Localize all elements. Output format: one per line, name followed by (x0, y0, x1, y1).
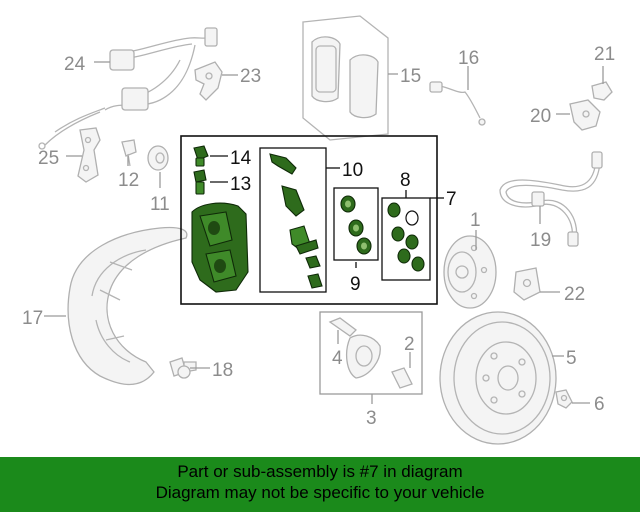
bolt-part-18[interactable] (169, 357, 197, 379)
hardware-kit-box (259, 147, 327, 293)
callout-10: 10 (342, 160, 363, 181)
callout-13: 13 (230, 174, 251, 195)
mount-part-22[interactable] (513, 267, 541, 301)
callout-18: 18 (212, 360, 233, 381)
bleeder-screw-part-14[interactable] (193, 145, 209, 167)
leader-lines-dark (210, 155, 444, 268)
bracket-part-25[interactable] (77, 127, 101, 183)
caliper-assembly-part-7[interactable] (180, 135, 438, 305)
callout-1: 1 (470, 210, 481, 231)
seal-kit-part-9[interactable] (340, 195, 372, 255)
caliper-body (191, 202, 249, 293)
clip-part-21[interactable] (591, 81, 613, 101)
callout-24: 24 (64, 54, 86, 75)
callout-17: 17 (22, 308, 43, 329)
callout-12: 12 (118, 170, 139, 191)
parts-diagram: 24 23 25 12 11 15 16 21 20 19 1 22 17 18… (22, 15, 615, 445)
seal-kit-box (333, 187, 379, 261)
hardware-kit-part-10[interactable] (269, 153, 323, 289)
bracket-part-20[interactable] (569, 99, 601, 131)
callout-23: 23 (240, 66, 261, 87)
piston-kit-part-8[interactable] (387, 202, 425, 272)
screw-part-13[interactable] (193, 169, 207, 195)
callout-2: 2 (404, 334, 415, 355)
callout-5: 5 (566, 348, 577, 369)
callout-6: 6 (594, 394, 605, 415)
brake-hose-part-19[interactable] (499, 151, 603, 247)
cap-part-11[interactable] (147, 145, 169, 171)
sensor-bracket-part-23[interactable] (194, 61, 223, 101)
wear-sensor-part-16[interactable] (429, 81, 486, 126)
callout-19: 19 (530, 230, 551, 251)
callout-15: 15 (400, 66, 421, 87)
screw-part-6[interactable] (555, 389, 573, 409)
callout-25: 25 (38, 148, 59, 169)
callout-21: 21 (594, 44, 615, 65)
callout-20: 20 (530, 106, 551, 127)
callout-22: 22 (564, 284, 585, 305)
bolt-part-2-4-carrier[interactable] (328, 317, 413, 389)
callout-16: 16 (458, 48, 479, 69)
callout-3: 3 (366, 408, 377, 429)
callout-9: 9 (350, 274, 361, 295)
callout-7: 7 (446, 189, 457, 210)
callout-8: 8 (400, 170, 411, 191)
brake-pads-part-15[interactable] (302, 15, 389, 141)
callout-labels: 24 23 25 12 11 15 16 21 20 19 1 22 17 18… (22, 44, 615, 429)
wheel-hub-part-1[interactable] (443, 235, 497, 309)
banner-line-2: Diagram may not be specific to your vehi… (155, 483, 485, 502)
bolt-part-12[interactable] (121, 139, 137, 167)
callout-4: 4 (332, 348, 343, 369)
banner-line-1: Part or sub-assembly is #7 in diagram (177, 462, 463, 481)
splash-shield-part-17[interactable] (67, 226, 188, 386)
info-banner: Part or sub-assembly is #7 in diagram Di… (0, 457, 640, 512)
brake-rotor-part-5[interactable] (439, 311, 557, 445)
callout-14: 14 (230, 148, 252, 169)
leader-lines (44, 61, 604, 404)
callout-11: 11 (150, 194, 170, 215)
wiring-harness-part-24[interactable] (38, 27, 218, 150)
hub-carrier-group-box (319, 311, 423, 395)
